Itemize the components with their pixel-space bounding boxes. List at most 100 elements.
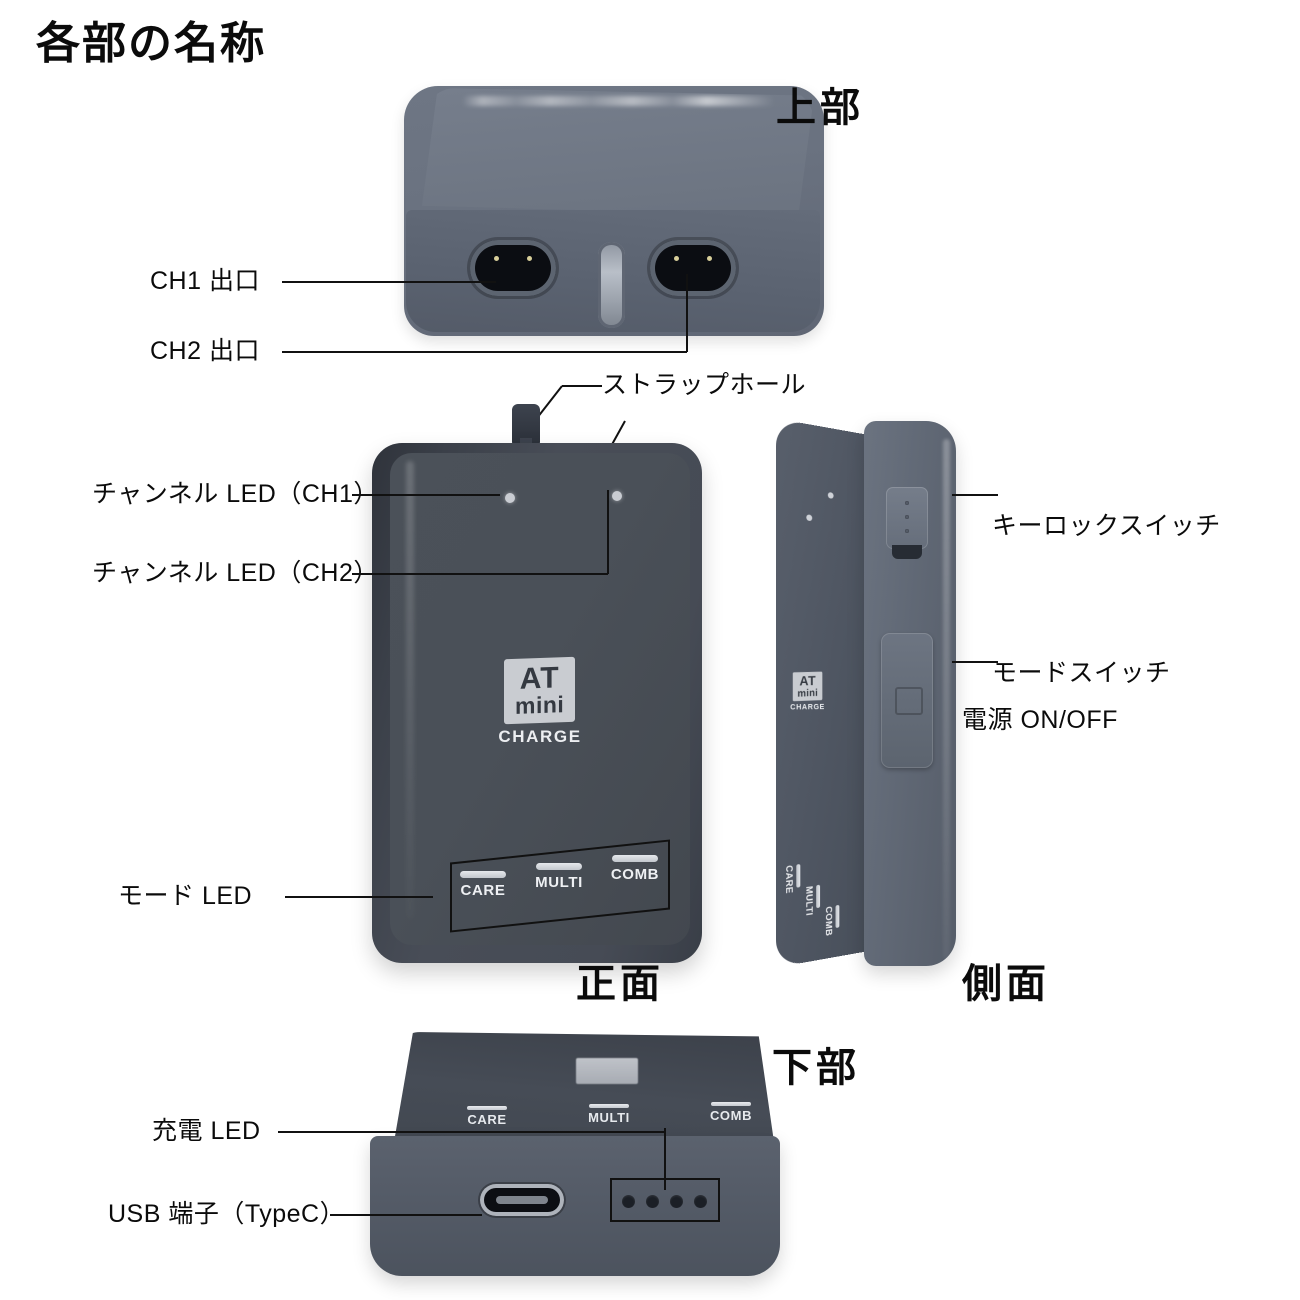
- device-side-view: AT mini CHARGE CARE MULTI COMB: [772, 415, 972, 970]
- charge-led-dot-4: [694, 1195, 707, 1208]
- brand-logo-mini: mini: [515, 690, 565, 719]
- side-channel-led-ch2: [806, 514, 813, 522]
- callout-power-on-off: 電源 ON/OFF: [962, 706, 1118, 734]
- bottom-mode-led-multi-label: MULTI: [588, 1110, 630, 1125]
- side-mode-led-care: CARE: [784, 863, 801, 915]
- mode-switch-button[interactable]: [881, 633, 933, 768]
- leader-charge-led-horizontal: [278, 1131, 666, 1133]
- front-view-shell: AT mini CHARGE CARE MULTI: [372, 443, 702, 963]
- channel-led-ch1-indicator: [505, 493, 515, 503]
- mode-led-care-bar: [460, 871, 506, 878]
- callout-channel-led-ch2: チャンネル LED（CH2）: [92, 559, 379, 587]
- bottom-mode-led-comb-bar: [711, 1102, 751, 1106]
- side-brand-logo-mini: mini: [797, 686, 818, 699]
- key-lock-dot-2: [905, 515, 909, 519]
- mode-led-multi: MULTI: [528, 863, 590, 891]
- bottom-view-brand-logo: [576, 1058, 638, 1084]
- view-label-top: 上部: [776, 86, 864, 130]
- callout-usb-port: USB 端子（TypeC）: [108, 1200, 346, 1228]
- mode-led-care: CARE: [452, 871, 514, 899]
- charge-led-dot-2: [646, 1195, 659, 1208]
- bottom-mode-led-care-bar: [467, 1106, 507, 1110]
- leader-channel-led-ch2-vertical: [607, 490, 609, 574]
- brand-logo-plate: AT mini: [504, 656, 576, 725]
- key-lock-switch[interactable]: [886, 487, 928, 559]
- view-label-side: 側面: [962, 962, 1050, 1006]
- view-label-front: 正面: [576, 962, 664, 1006]
- brand-logo-at: AT: [520, 661, 560, 696]
- callout-charge-led: 充電 LED: [152, 1117, 261, 1145]
- side-brand-logo: AT mini CHARGE: [790, 671, 825, 712]
- leader-key-lock-switch: [952, 494, 998, 496]
- leader-ch2-outlet-horizontal: [282, 351, 687, 353]
- callout-ch1-outlet: CH1 出口: [150, 267, 260, 295]
- side-mode-led-care-label: CARE: [784, 864, 795, 895]
- page-title: 各部の名称: [36, 19, 266, 68]
- leader-charge-led-vertical: [664, 1128, 666, 1190]
- bottom-view-top-face: CARE MULTI COMB: [394, 1032, 774, 1142]
- leader-ch1-outlet: [282, 281, 496, 283]
- view-label-bottom: 下部: [772, 1046, 860, 1090]
- ch1-outlet-socket: [470, 240, 556, 296]
- bottom-mode-led-multi-bar: [589, 1104, 629, 1108]
- side-mode-led-comb-label: COMB: [823, 905, 834, 937]
- side-brand-logo-charge: CHARGE: [790, 702, 825, 711]
- bottom-mode-led-comb: COMB: [696, 1102, 766, 1123]
- front-view-highlight: [406, 461, 414, 919]
- mode-led-comb: COMB: [604, 855, 666, 883]
- side-mode-led-care-bar: [796, 863, 801, 888]
- strap-hole-slot: [598, 242, 625, 328]
- key-lock-dot-1: [905, 501, 909, 505]
- callout-ch2-outlet: CH2 出口: [150, 337, 260, 365]
- usb-type-c-port: [480, 1184, 564, 1216]
- top-view-body: [404, 86, 824, 336]
- bottom-view-front-face: [370, 1136, 780, 1276]
- side-mode-led-multi: MULTI: [804, 884, 821, 935]
- channel-led-ch2-indicator: [612, 491, 622, 501]
- side-view-edge-panel: [864, 421, 956, 966]
- device-top-view: [404, 86, 824, 336]
- bottom-mode-led-care: CARE: [452, 1106, 522, 1127]
- top-view-printed-labels: [462, 96, 802, 106]
- device-bottom-view: CARE MULTI COMB: [356, 1032, 796, 1280]
- leader-channel-led-ch2-horizontal: [352, 573, 608, 575]
- side-mode-led-comb: COMB: [823, 904, 840, 955]
- top-view-back-face: [422, 88, 814, 216]
- strap-attachment-tab: [512, 404, 540, 472]
- callout-strap-hole: ストラップホール: [602, 371, 807, 399]
- mode-led-comb-label: COMB: [610, 866, 660, 883]
- key-lock-dot-3: [905, 529, 909, 533]
- bottom-mode-led-multi: MULTI: [574, 1104, 644, 1125]
- device-front-view: AT mini CHARGE CARE MULTI: [372, 443, 702, 963]
- side-mode-led-comb-bar: [835, 904, 840, 929]
- side-view-highlight: [943, 439, 950, 959]
- side-mode-led-multi-bar: [816, 884, 821, 909]
- callout-mode-switch: モードスイッチ: [992, 659, 1171, 687]
- mode-led-comb-bar: [612, 855, 658, 862]
- side-brand-logo-plate: AT mini: [792, 671, 823, 702]
- mode-led-callout-box: [450, 839, 670, 933]
- leader-ch2-outlet-vertical: [686, 274, 688, 352]
- leader-mode-led: [285, 896, 433, 898]
- mode-led-care-label: CARE: [460, 882, 506, 899]
- side-channel-led-ch1: [827, 491, 834, 499]
- bottom-mode-led-comb-label: COMB: [709, 1108, 753, 1123]
- callout-key-lock-switch: キーロックスイッチ: [992, 512, 1221, 540]
- ch2-outlet-socket: [650, 240, 736, 296]
- callout-channel-led-ch1: チャンネル LED（CH1）: [92, 480, 379, 508]
- charge-led-dot-1: [622, 1195, 635, 1208]
- brand-logo-charge: CHARGE: [498, 726, 582, 746]
- callout-mode-led: モード LED: [118, 882, 253, 910]
- brand-logo: AT mini CHARGE: [390, 656, 690, 747]
- charge-led-dot-3: [670, 1195, 683, 1208]
- leader-strap-hole-stub: [562, 385, 602, 387]
- mode-led-multi-bar: [536, 863, 582, 870]
- mode-led-panel: CARE MULTI COMB: [456, 855, 662, 915]
- leader-mode-switch: [952, 661, 998, 663]
- side-mode-led-multi-label: MULTI: [804, 885, 815, 917]
- mode-led-multi-label: MULTI: [535, 874, 583, 891]
- leader-channel-led-ch1: [352, 494, 500, 496]
- leader-usb-port: [330, 1214, 482, 1216]
- front-view-face: AT mini CHARGE CARE MULTI: [390, 453, 690, 945]
